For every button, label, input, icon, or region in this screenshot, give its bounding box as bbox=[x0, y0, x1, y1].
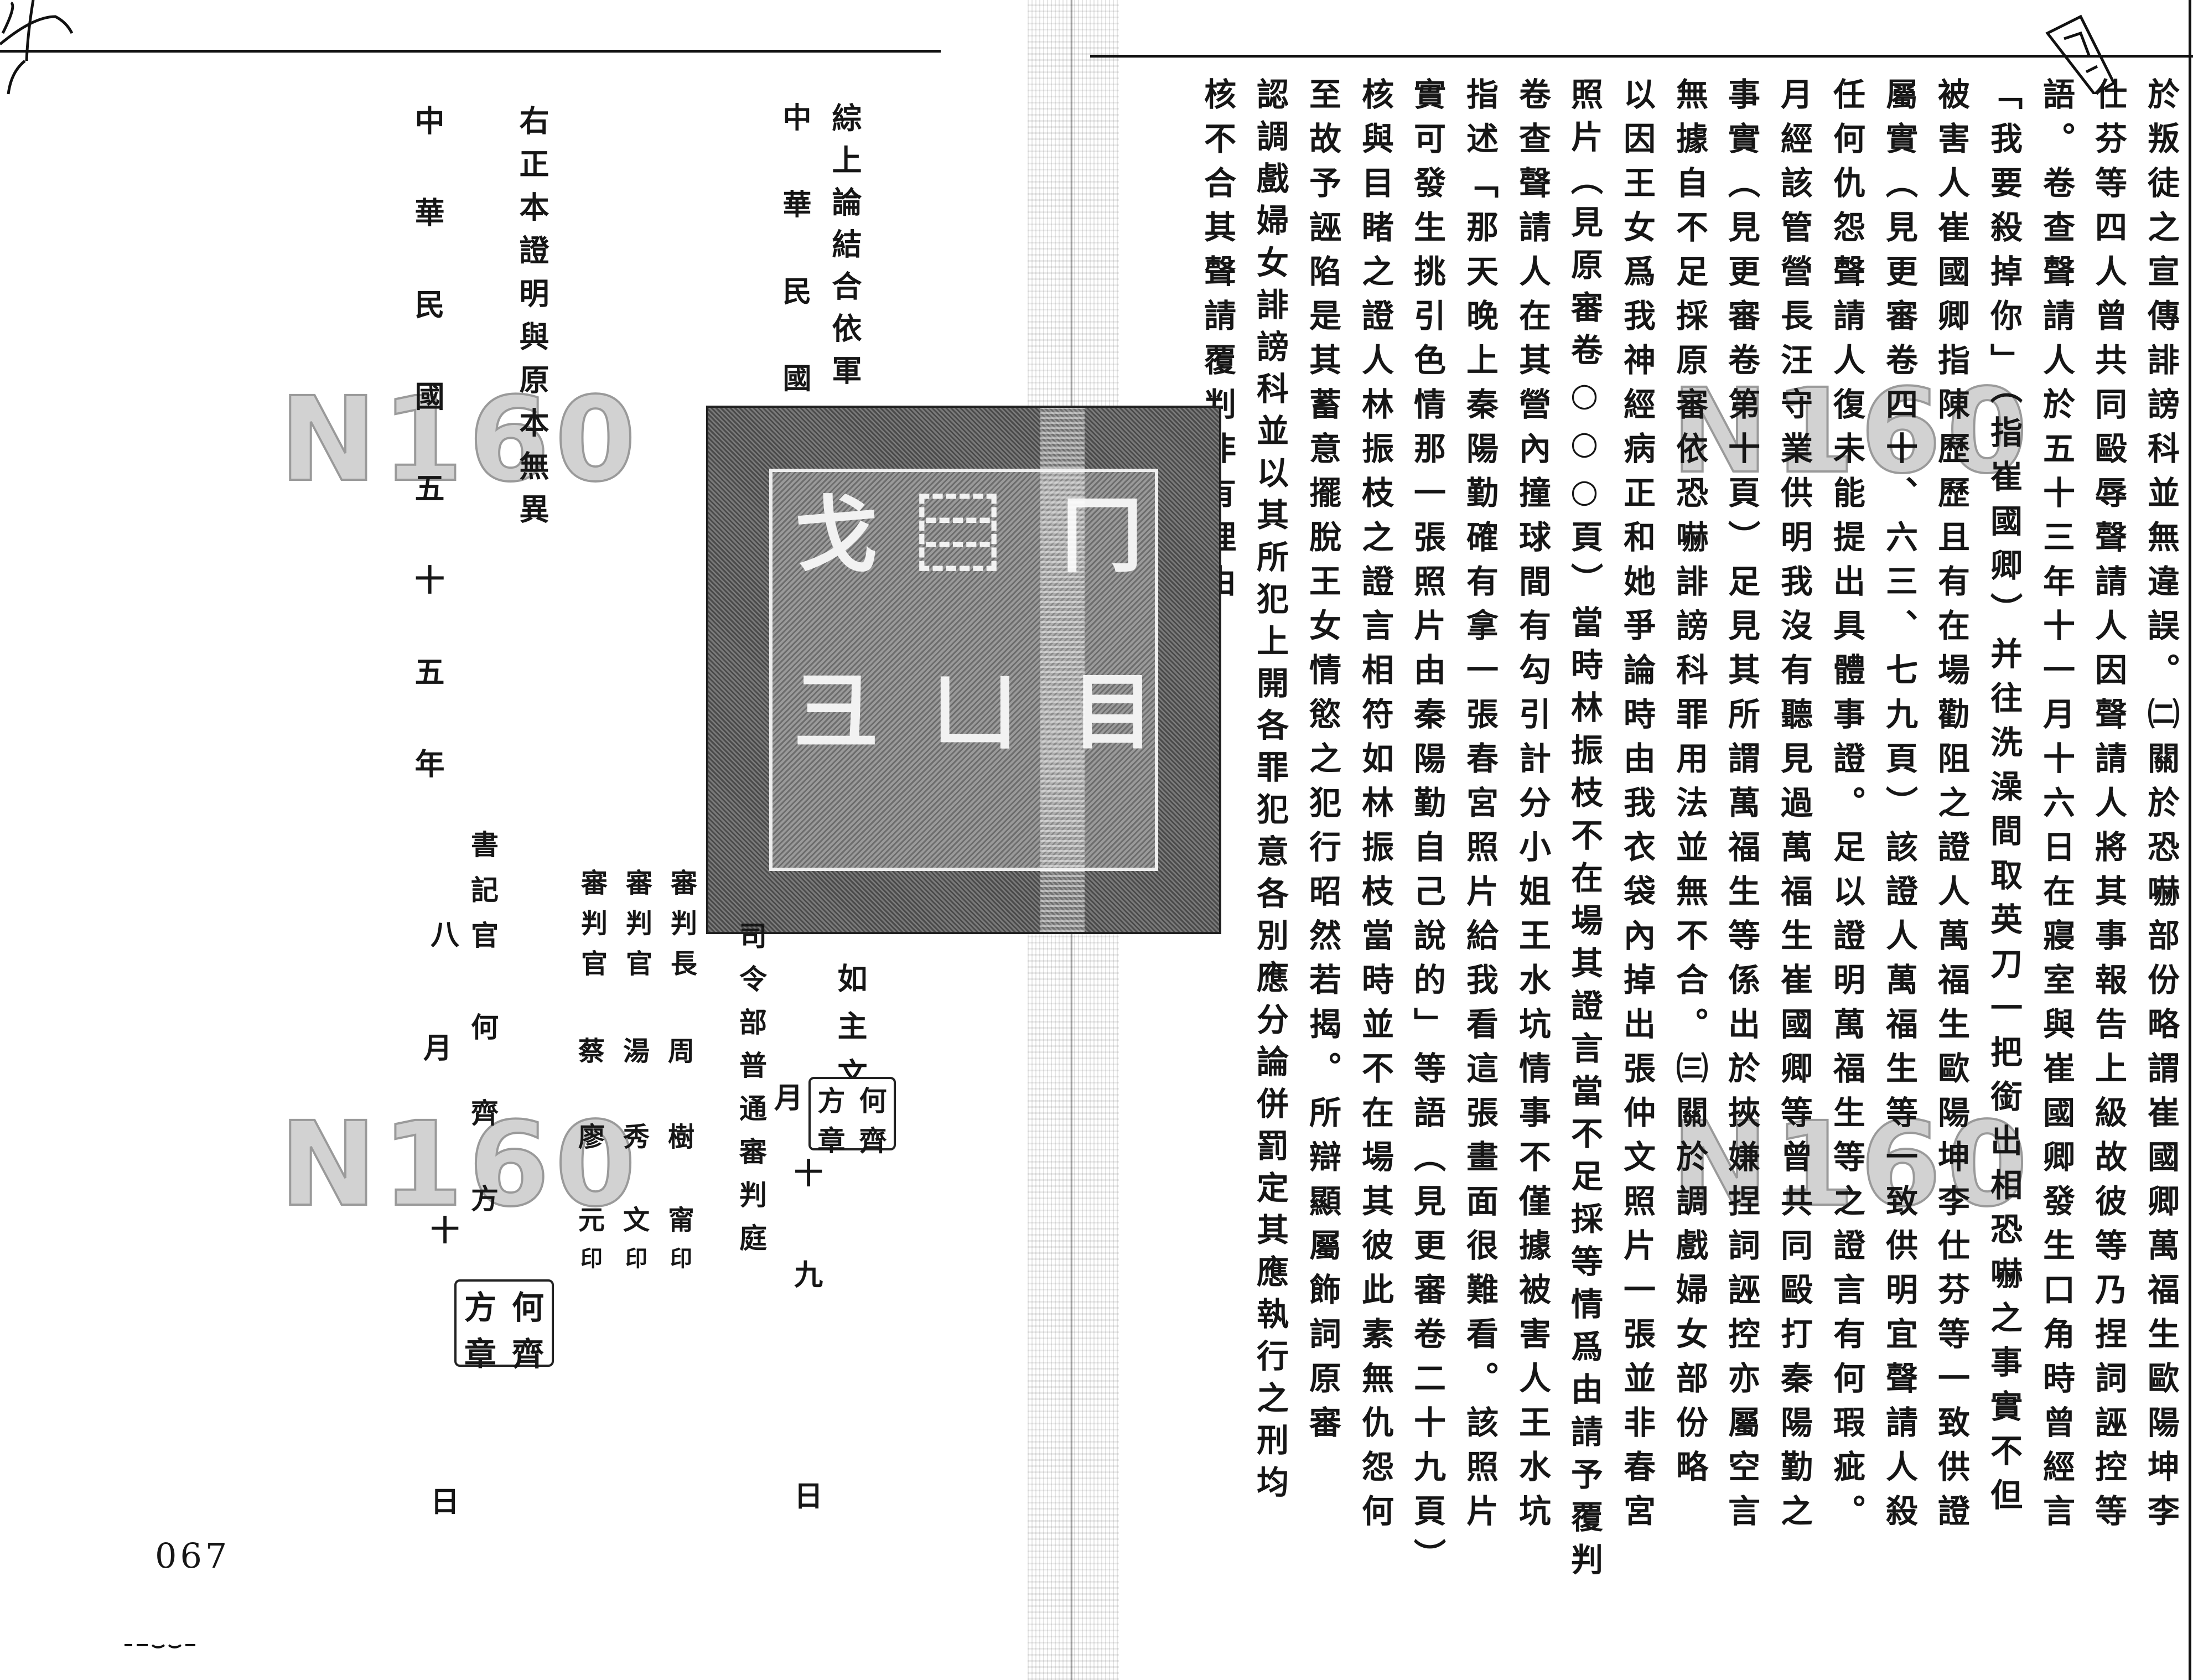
issue-date-year: 中華民國五十五年 bbox=[409, 105, 444, 840]
court-name: 司令部普通審判庭 bbox=[735, 921, 767, 1267]
seal-char: 齊 bbox=[859, 1125, 887, 1157]
judgment-date-month: 月 bbox=[774, 1082, 803, 1115]
text-column: 至故予誣陷是其蓄意擺脫王女情慾之犯行昭然若揭。所辯顯屬飾詞原審 bbox=[1304, 77, 1341, 1450]
left-page-top-rule bbox=[0, 50, 941, 53]
judge-seal-mark: 印 bbox=[625, 1246, 647, 1272]
page-number: 067 bbox=[155, 1536, 231, 1576]
judge-seal-mark: 印 bbox=[580, 1246, 603, 1272]
text-column: 「我要殺掉你」（指崔國卿）并往洗澡間取英刀一把銜出相恐嚇之事實不但 bbox=[1985, 77, 2023, 1522]
judge-name-char: 湯 bbox=[623, 1036, 650, 1067]
text-column: 以因王女爲我神經病正和她爭論時由我衣袋內掉出張仲文照片一張並非春宮 bbox=[1618, 77, 1656, 1538]
judge-name-char: 甯 bbox=[667, 1205, 694, 1236]
judge-name-char: 蔡 bbox=[578, 1036, 605, 1067]
judge-name-char: 秀 bbox=[623, 1122, 650, 1153]
judge-title: 審判長 bbox=[666, 869, 697, 990]
corner-stamp-icon bbox=[2045, 14, 2116, 94]
personal-seal: 方 何 章 齊 bbox=[808, 1077, 896, 1157]
clerk-name: 何齊方 bbox=[466, 1013, 499, 1270]
right-page-top-rule bbox=[1090, 55, 2193, 58]
issue-date-day-tens: 十 bbox=[430, 1215, 459, 1248]
judge-name-char: 廖 bbox=[578, 1122, 605, 1153]
text-column: 實可發生挑引色情那一張照片由秦陽勤自己說的」等語（見更審卷二十九頁） bbox=[1408, 77, 1446, 1583]
handwritten-mark-icon bbox=[0, 0, 74, 95]
seal-char: 何 bbox=[859, 1085, 887, 1117]
conclusion-text: 綜上論結合依軍 bbox=[827, 102, 862, 397]
clerk-seal: 方 何 章 齊 bbox=[454, 1279, 554, 1373]
judge-name-char: 周 bbox=[667, 1036, 694, 1067]
seal-glyph-icon: ⿳ bbox=[916, 488, 1000, 584]
issue-date-day-label: 日 bbox=[430, 1486, 459, 1519]
judgment-date-day-tens: 十 bbox=[794, 1158, 823, 1191]
text-column: 被害人崔國卿指陳歷歷且有在場勸阻之證人萬福生歐陽坤李仕芬等一致供證 bbox=[1932, 77, 1970, 1538]
seal-char: 何 bbox=[511, 1289, 544, 1326]
seal-glyph-icon: ⼽ bbox=[795, 488, 878, 584]
official-court-seal: ⼽ ⿳ ⼌ ⼹ ⼐ ⽬ bbox=[706, 406, 1221, 934]
text-column: 仕芬等四人曾共同毆辱聲請人因聲請人將其事報告上級故彼等乃捏詞誣控等 bbox=[2090, 77, 2127, 1538]
judgment-date-year: 中華民國 bbox=[777, 102, 811, 450]
judge-name-char: 樹 bbox=[667, 1122, 694, 1153]
judgment-date-day-label: 日 bbox=[794, 1480, 823, 1513]
judge-title: 審判官 bbox=[576, 869, 607, 990]
watermark-n160: N160 bbox=[278, 372, 642, 507]
text-column: 任何仇怨聲請人復未能提出具體事證。足以證明萬福生等之證言有何瑕疵。 bbox=[1828, 77, 1865, 1538]
seal-face: ⼽ ⿳ ⼌ ⼹ ⼐ ⽬ bbox=[769, 469, 1158, 871]
seal-fold-gap bbox=[1040, 408, 1085, 932]
judgment-date-day-units: 九 bbox=[794, 1259, 823, 1292]
text-column: 核與目睹之證人林振枝之證言相符如林振枝當時並不在場其彼此素無仇怨何 bbox=[1356, 77, 1394, 1538]
text-column: 認調戲婦女誹謗科並以其所犯上開各罪犯意各別應分論併罰定其應執行之刑均 bbox=[1251, 77, 1289, 1507]
judge-title: 審判官 bbox=[621, 869, 652, 990]
right-page-border bbox=[2189, 0, 2191, 1680]
seal-glyph-icon: ⽬ bbox=[1071, 665, 1155, 761]
certification-statement: 右正本證明與原本無異 bbox=[514, 105, 549, 537]
judge-seal-mark: 印 bbox=[670, 1246, 692, 1272]
seal-char: 章 bbox=[464, 1335, 496, 1373]
issue-date-month-number: 八 bbox=[430, 919, 459, 952]
text-column: 於叛徒之宣傳誹謗科並無違誤。㈡關於恐嚇部份略謂崔國卿萬福生歐陽坤李 bbox=[2142, 77, 2180, 1538]
watermark-n160: N160 bbox=[278, 1097, 642, 1232]
text-column: 指述「那天晚上秦陽勤確有拿一張春宮照片給我看這張畫面很難看。該照片 bbox=[1461, 77, 1499, 1538]
seal-char: 齊 bbox=[511, 1335, 544, 1373]
seal-char: 章 bbox=[817, 1125, 846, 1157]
text-column: 無據自不足採原審依恐嚇誹謗科罪用法並無不合。㈢關於調戲婦女部份略 bbox=[1671, 77, 1708, 1494]
bottom-marks-icon bbox=[125, 1644, 195, 1648]
text-column: 屬實（見更審卷四十、六三、七九頁）該證人萬福生等一致供明宜聲請人殺 bbox=[1880, 77, 1918, 1538]
text-column: 照片（見原審卷○○○頁）當時林振枝不在場其證言當不足採等情爲由請予覆判 bbox=[1565, 77, 1603, 1585]
judge-name-char: 元 bbox=[578, 1205, 605, 1236]
text-column: 語。卷查聲請人於五十三年十一月十六日在寢室與崔國卿發生口角時曾經言 bbox=[2038, 77, 2075, 1538]
watermark-n160: N160 bbox=[1670, 364, 2034, 499]
judge-name-char: 文 bbox=[623, 1205, 650, 1236]
seal-glyph-icon: ⼐ bbox=[933, 665, 1017, 761]
text-column: 事實（見更審卷第十頁）足見其所謂萬福生等係出於挾嫌捏詞誣控亦屬空言 bbox=[1723, 77, 1760, 1538]
clerk-title: 書記官 bbox=[466, 830, 499, 966]
text-column: 卷查聲請人在其營內撞球間有勾引計分小姐王水坑情事不僅據被害人王水坑 bbox=[1513, 77, 1551, 1538]
text-column: 月經該管營長汪守業供明我沒有聽見過萬福生崔國卿等曾共同毆打秦陽勤之 bbox=[1775, 77, 1813, 1538]
seal-char: 方 bbox=[817, 1085, 846, 1117]
watermark-n160: N160 bbox=[1670, 1097, 2034, 1232]
seal-char: 方 bbox=[464, 1289, 496, 1326]
issue-date-month: 月 bbox=[423, 1032, 452, 1065]
seal-glyph-icon: ⼹ bbox=[795, 665, 878, 761]
